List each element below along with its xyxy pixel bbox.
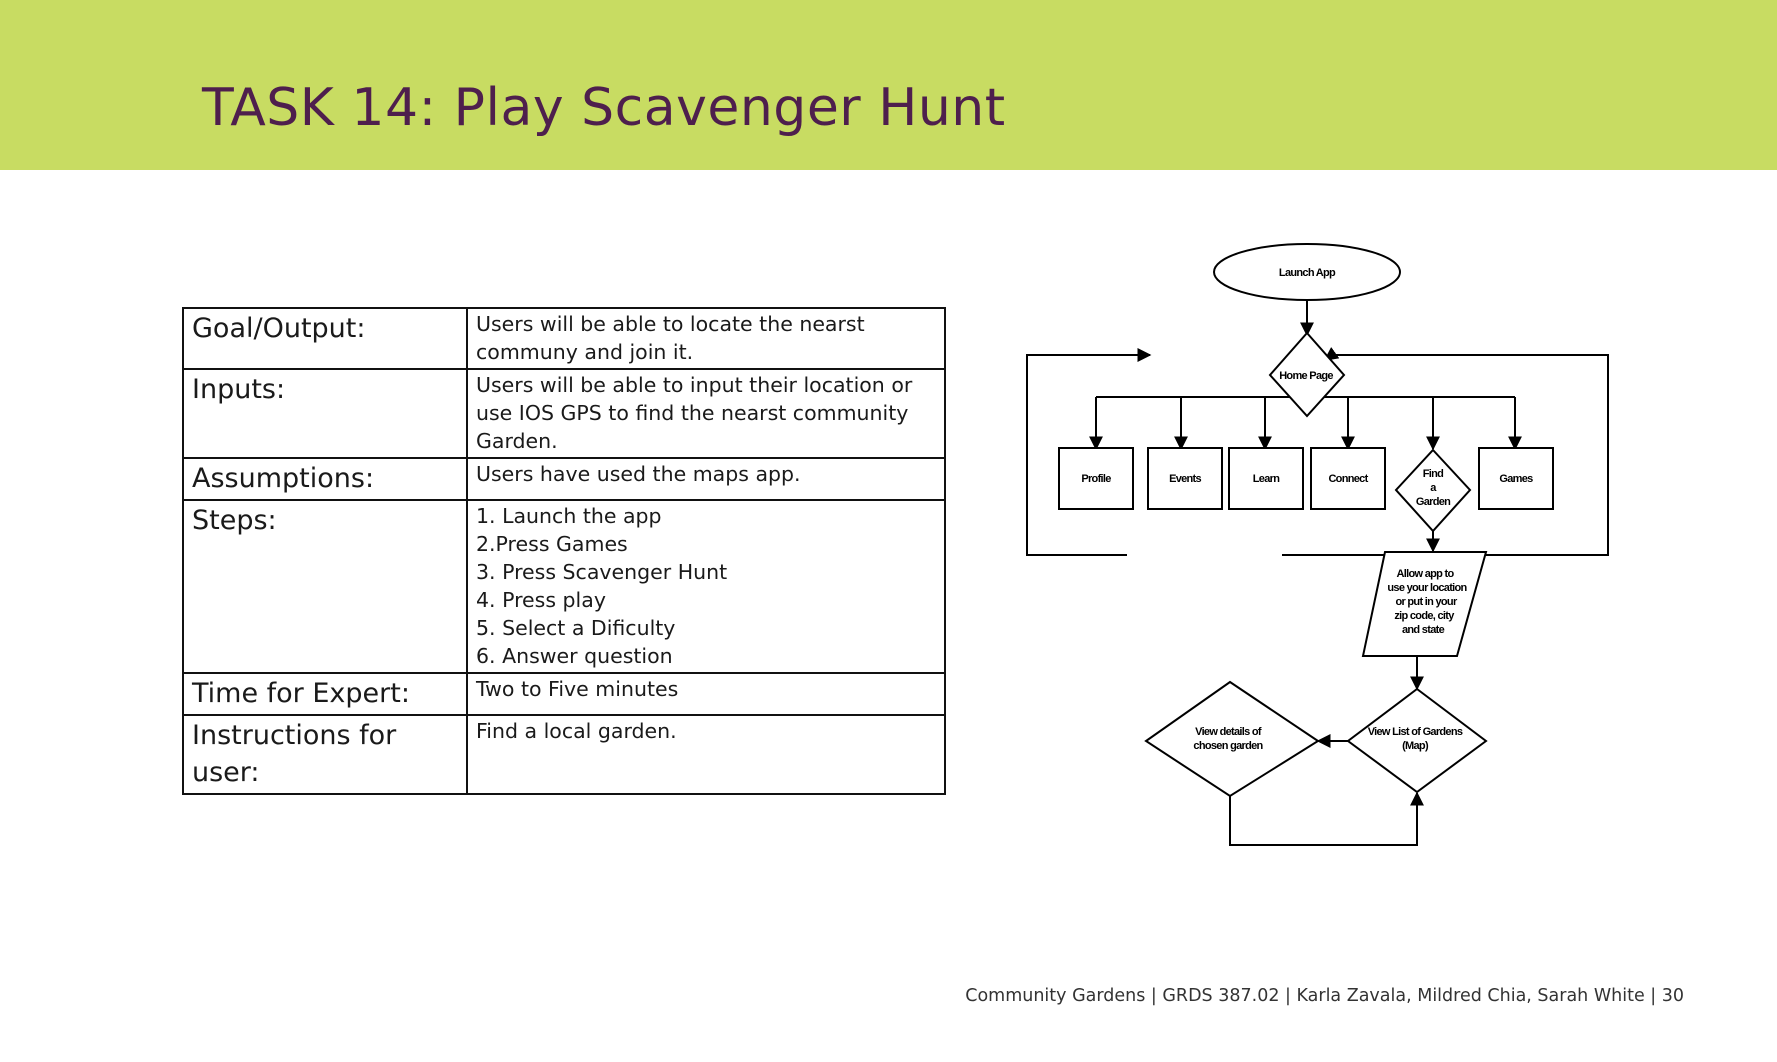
view-details-node: [1144, 680, 1320, 798]
row-label: Assumptions:: [182, 457, 468, 501]
events-node: [1147, 447, 1223, 510]
allow-location-label: or put in your: [1395, 596, 1458, 608]
label-line: Instructions for: [192, 720, 397, 751]
value-line: 5. Select a Dificulty: [476, 616, 676, 640]
label-line: user:: [192, 757, 260, 788]
row-value: Find a local garden.: [466, 714, 946, 795]
value-line: 6. Answer question: [476, 644, 673, 668]
connector-details-list: [1229, 791, 1424, 846]
find-garden-label: a: [1430, 482, 1437, 494]
value-line: Two to Five minutes: [476, 677, 679, 701]
row-value: Users will be able to input their locati…: [466, 368, 946, 459]
allow-location-node: [1361, 551, 1488, 657]
events-label: Events: [1169, 473, 1201, 485]
table-row: Time for Expert: Two to Five minutes: [182, 672, 946, 716]
table-row: Assumptions: Users have used the maps ap…: [182, 457, 946, 501]
row-value: 1. Launch the app 2.Press Games 3. Press…: [466, 499, 946, 674]
games-label: Games: [1499, 473, 1533, 485]
launch-app-label: Launch App: [1279, 267, 1336, 279]
table-row: Steps: 1. Launch the app 2.Press Games 3…: [182, 499, 946, 674]
launch-app-node: [1213, 243, 1401, 301]
learn-node: [1228, 447, 1304, 510]
find-garden-label: Garden: [1416, 496, 1451, 508]
value-line: Users will be able to input their locati…: [476, 373, 913, 397]
loop-connector-left: [1026, 348, 1152, 556]
connect-label: Connect: [1328, 473, 1368, 485]
row-value: Users will be able to locate the nearst …: [466, 307, 946, 370]
footer-text: Community Gardens | GRDS 387.02 | Karla …: [965, 986, 1684, 1006]
header-band: [0, 0, 1777, 170]
home-page-node: [1268, 331, 1346, 418]
table-row: Inputs: Users will be able to input thei…: [182, 368, 946, 459]
allow-location-label: Allow app to: [1397, 568, 1455, 580]
value-line: use IOS GPS to find the nearst community: [476, 401, 909, 425]
task-table: Goal/Output: Users will be able to locat…: [182, 307, 946, 795]
value-line: 4. Press play: [476, 588, 606, 612]
table-row: Instructions for user: Find a local gard…: [182, 714, 946, 795]
connect-node: [1310, 447, 1386, 510]
games-node: [1478, 447, 1554, 510]
value-line: Users will be able to locate the nearst: [476, 312, 865, 336]
view-details-label: View details of: [1195, 726, 1262, 738]
row-value: Two to Five minutes: [466, 672, 946, 716]
view-details-label: chosen garden: [1193, 740, 1263, 752]
find-garden-node: [1394, 448, 1472, 533]
row-label: Time for Expert:: [182, 672, 468, 716]
value-line: Garden.: [476, 429, 558, 453]
row-label: Instructions for user:: [182, 714, 468, 795]
value-line: 2.Press Games: [476, 532, 628, 556]
allow-location-label: use your location: [1387, 582, 1467, 594]
row-label: Inputs:: [182, 368, 468, 459]
home-page-label: Home Page: [1279, 370, 1333, 382]
value-line: 3. Press Scavenger Hunt: [476, 560, 728, 584]
table-row: Goal/Output: Users will be able to locat…: [182, 307, 946, 370]
learn-label: Learn: [1253, 473, 1280, 485]
allow-location-label: and state: [1402, 624, 1445, 636]
view-list-label: (Map): [1402, 740, 1429, 752]
value-line: Users have used the maps app.: [476, 462, 801, 486]
profile-node: [1058, 447, 1134, 510]
find-garden-label: Find: [1423, 468, 1443, 480]
row-label: Steps:: [182, 499, 468, 674]
flowchart: Launch App Home Page Profile Events Lear…: [1026, 243, 1609, 846]
view-list-label: View List of Gardens: [1368, 726, 1463, 738]
view-list-node: [1346, 687, 1488, 794]
value-line: Find a local garden.: [476, 719, 677, 743]
allow-location-label: zip code, city: [1394, 610, 1455, 622]
value-line: communy and join it.: [476, 340, 694, 364]
row-label: Goal/Output:: [182, 307, 468, 370]
row-value: Users have used the maps app.: [466, 457, 946, 501]
profile-label: Profile: [1081, 473, 1111, 485]
value-line: 1. Launch the app: [476, 504, 662, 528]
page-title: TASK 14: Play Scavenger Hunt: [202, 78, 1006, 138]
